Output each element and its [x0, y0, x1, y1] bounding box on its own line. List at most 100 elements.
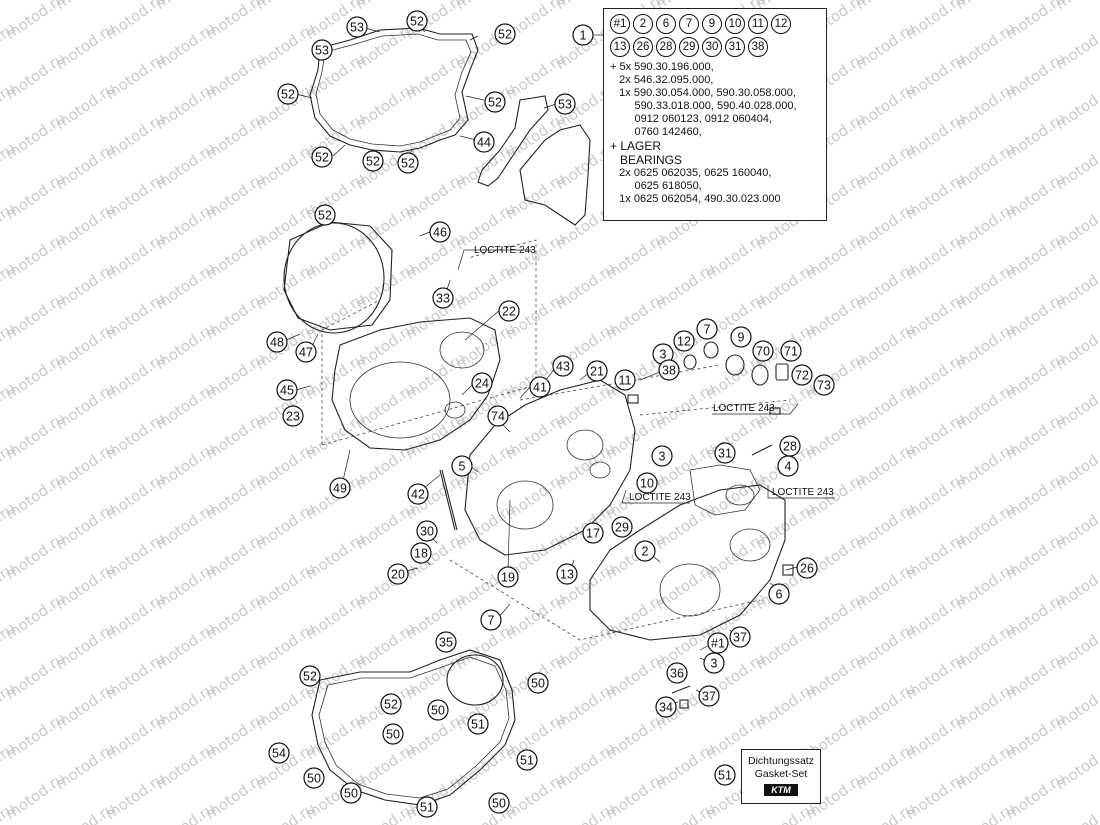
callout-number: 20 [391, 568, 405, 582]
callout-circle [277, 83, 299, 105]
callout-circle [498, 300, 520, 322]
callout-number: 74 [491, 410, 505, 424]
callout-circle [346, 16, 368, 38]
kit-number: 11 [748, 14, 768, 34]
callout-circle [707, 632, 729, 654]
callout-number: 34 [659, 701, 673, 715]
ignition-cover [519, 124, 591, 226]
callout-number: 13 [560, 568, 574, 582]
callout-number: 52 [281, 88, 295, 102]
callout-number: 52 [410, 15, 424, 29]
part-callout: 43 [552, 355, 574, 377]
callout-number: 48 [270, 336, 284, 350]
info-line: 1x 590.30.054.000, 590.30.058.000, [610, 87, 796, 99]
callout-number: 50 [492, 797, 506, 811]
part-callout: 52 [362, 150, 384, 172]
callout-number: 9 [738, 331, 745, 345]
callout-circle [311, 146, 333, 168]
kit-number: 30 [702, 37, 722, 57]
clutch-cover-oring [283, 222, 385, 334]
part-callout: 34 [655, 696, 677, 718]
callout-number: 51 [520, 754, 534, 768]
kit-number: 7 [679, 14, 699, 34]
callout-number: 4 [785, 460, 792, 474]
callout-number: 12 [677, 335, 691, 349]
part-callout: 74 [487, 405, 509, 427]
callout-number: 28 [783, 440, 797, 454]
part-callout: 51 [714, 764, 736, 786]
part-callout: 21 [586, 360, 608, 382]
kit-number: 6 [656, 14, 676, 34]
callout-number: 46 [433, 226, 447, 240]
part-callout: 41 [529, 376, 551, 398]
callout-number: 73 [817, 379, 831, 393]
callout-circle [451, 455, 473, 477]
callout-circle [777, 455, 799, 477]
part-callout: 73 [813, 374, 835, 396]
watermark-text: motod.ru [1052, 799, 1100, 825]
part-callout: 47 [295, 341, 317, 363]
callout-number: 43 [556, 360, 570, 374]
callout-circle [586, 360, 608, 382]
callout-number: 51 [420, 801, 434, 815]
callout-circle [427, 699, 449, 721]
callout-circle [276, 379, 298, 401]
callout-circle [407, 483, 429, 505]
kit-number: 31 [725, 37, 745, 57]
crankcase-half-left [464, 379, 636, 556]
callout-circle [487, 405, 509, 427]
part-callout: 52 [397, 152, 419, 174]
info-line: 0625 618050, [610, 180, 702, 192]
part-callout: 48 [266, 331, 288, 353]
callout-number: 53 [558, 98, 572, 112]
ignition-cover-bracket [477, 95, 549, 187]
callout-number: 19 [501, 571, 515, 585]
callout-circle [416, 520, 438, 542]
callout-number: 49 [333, 482, 347, 496]
callout-number: 36 [670, 667, 684, 681]
callout-circle [655, 696, 677, 718]
callout-circle [484, 91, 506, 113]
part-callout: 50 [340, 782, 362, 804]
callout-circle [340, 782, 362, 804]
callout-circle [480, 609, 502, 631]
callout-circle [282, 405, 304, 427]
callout-number: 37 [733, 631, 747, 645]
part-callout: 2 [634, 540, 656, 562]
gasket-set-box: Dichtungssatz Gasket-Set KTM [741, 749, 821, 804]
part-callout: 52 [380, 693, 402, 715]
callout-number: 30 [420, 525, 434, 539]
callout-number: 7 [488, 614, 495, 628]
part-callout: 36 [666, 662, 688, 684]
callout-number: 54 [272, 747, 286, 761]
callout-number: 35 [439, 636, 453, 650]
part-callout: 50 [303, 767, 325, 789]
callout-number: 3 [659, 450, 666, 464]
callout-circle [303, 767, 325, 789]
loctite-label: LOCTITE 243 [629, 492, 691, 503]
watermark-text: motod.ru [252, 799, 319, 825]
part-callout: 35 [435, 631, 457, 653]
callout-circle [329, 477, 351, 499]
callout-circle [729, 626, 751, 648]
part-callout: 22 [498, 300, 520, 322]
callout-circle [314, 204, 336, 226]
kit-number: #1 [610, 14, 630, 34]
callout-number: 52 [366, 155, 380, 169]
callout-circle [752, 340, 774, 362]
gasket-set-label-en: Gasket-Set [754, 768, 808, 780]
callout-number: 26 [800, 562, 814, 576]
part-callout: 29 [611, 516, 633, 538]
callout-circle [673, 330, 695, 352]
callout-number: 44 [477, 136, 491, 150]
part-callout: 33 [432, 287, 454, 309]
callout-number: 52 [401, 157, 415, 171]
callout-number: 52 [318, 209, 332, 223]
group-box-crankcase [449, 559, 761, 641]
part-callout: 52 [311, 146, 333, 168]
callout-circle [406, 10, 428, 32]
kit-number: 10 [725, 14, 745, 34]
callout-number: 70 [756, 345, 770, 359]
